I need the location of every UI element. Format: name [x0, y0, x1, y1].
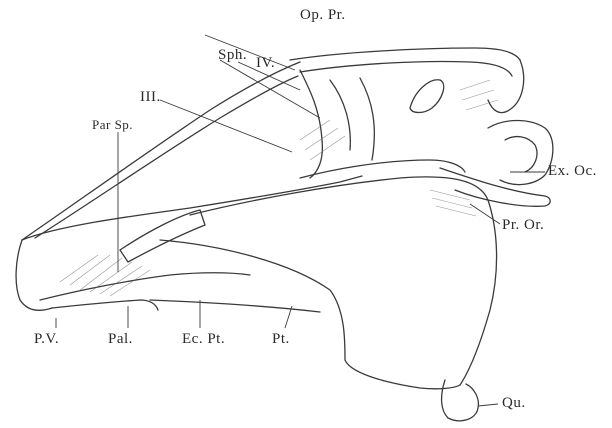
label-pv: P.V. — [34, 332, 59, 347]
quadrate — [442, 380, 479, 421]
orbit-fenestra — [410, 80, 444, 113]
label-pt: Pt. — [272, 332, 290, 347]
label-par-sp: Par Sp. — [92, 118, 133, 131]
braincase-wall — [300, 70, 322, 178]
pterygoid-outline — [190, 177, 497, 385]
ectopterygoid-edge — [150, 300, 320, 312]
rostrum-tip — [16, 240, 52, 310]
label-op-pr: Op. Pr. — [300, 8, 346, 23]
label-iii: III. — [140, 90, 161, 105]
paroccipital-process — [440, 168, 550, 206]
exoccipital-inner — [505, 137, 537, 172]
exoccipital — [488, 121, 553, 185]
nasal-bar-lower — [35, 76, 298, 238]
sphenoid-struts — [330, 78, 374, 160]
cranium-top-inner — [300, 61, 512, 76]
label-iv: IV. — [256, 56, 275, 71]
occipital — [488, 60, 524, 113]
label-ec-pt: Ec. Pt. — [182, 332, 225, 347]
cranium-top — [290, 48, 520, 60]
label-pal: Pal. — [108, 332, 133, 347]
label-qu: Qu. — [502, 396, 526, 411]
basisphenoid — [300, 160, 465, 178]
parasphenoid — [120, 210, 205, 262]
vomer-lower — [52, 300, 158, 310]
label-pr-or: Pr. Or. — [502, 218, 544, 233]
leader-pr-or — [470, 204, 500, 224]
label-ex-oc: Ex. Oc. — [548, 164, 597, 179]
leader-qu — [478, 404, 498, 406]
palatine-region — [40, 273, 250, 300]
nasal-bar-upper — [22, 62, 300, 240]
pterygoid-lower — [160, 240, 460, 389]
label-sph: Sph. — [218, 48, 247, 63]
